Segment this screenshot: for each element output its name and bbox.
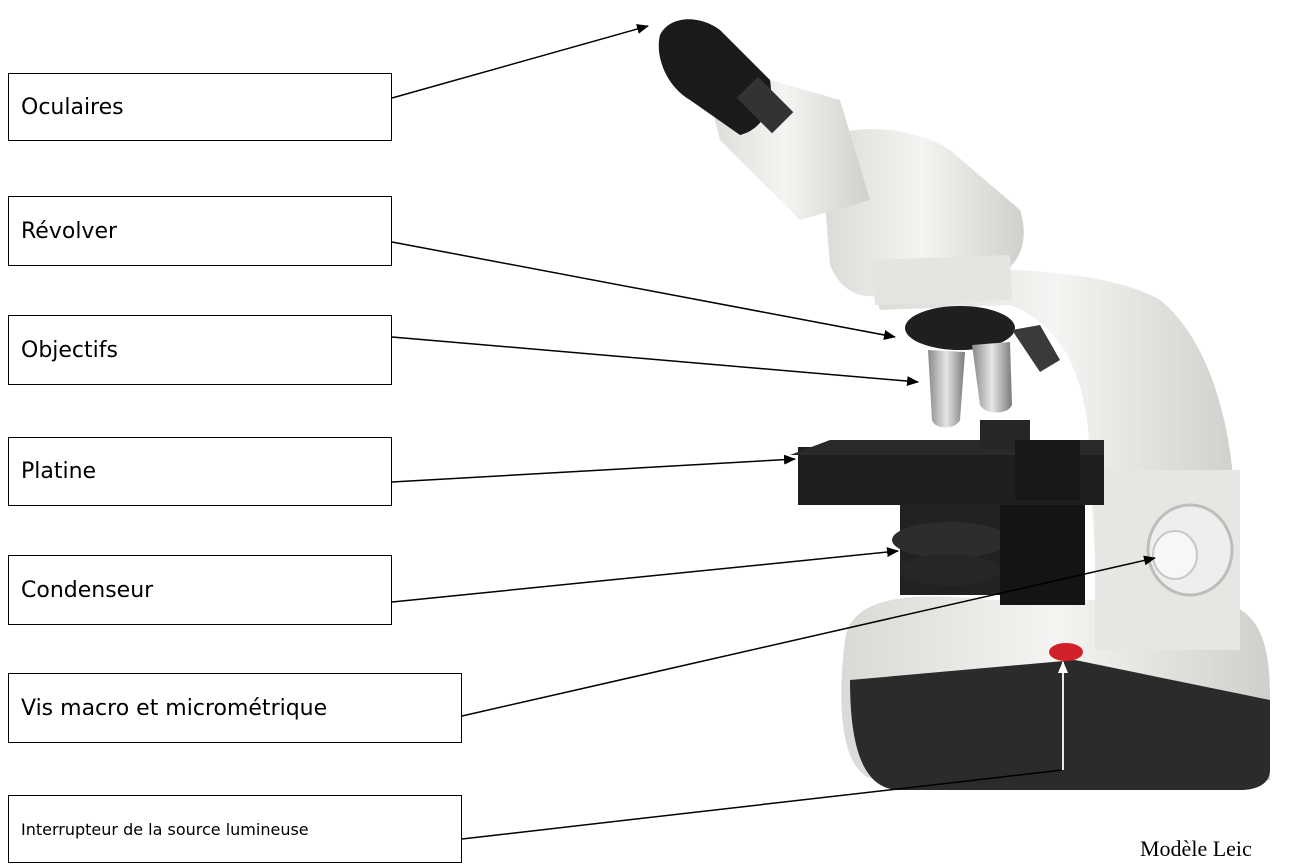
label-objectifs: Objectifs <box>8 315 392 385</box>
objective-2 <box>972 342 1012 413</box>
arrow-interrupteur <box>462 770 1063 839</box>
label-oculaires-text: Oculaires <box>21 95 124 120</box>
arrow-oculaires <box>392 26 648 98</box>
label-vis: Vis macro et micrométrique <box>8 673 462 743</box>
label-objectifs-text: Objectifs <box>21 338 118 363</box>
arrow-objectifs <box>392 337 918 382</box>
label-interrupteur: Interrupteur de la source lumineuse <box>8 795 462 863</box>
objective-1 <box>928 350 965 428</box>
label-condenseur: Condenseur <box>8 555 392 625</box>
power-light <box>1049 643 1083 661</box>
label-vis-text: Vis macro et micrométrique <box>21 696 327 721</box>
arrow-condenseur <box>392 551 898 602</box>
label-revolver: Révolver <box>8 196 392 266</box>
label-platine: Platine <box>8 437 392 506</box>
model-caption: Modèle Leic <box>1140 836 1252 862</box>
label-revolver-text: Révolver <box>21 219 117 244</box>
arrow-platine <box>392 459 795 482</box>
arrow-revolver <box>392 242 895 337</box>
label-oculaires: Oculaires <box>8 73 392 141</box>
label-platine-text: Platine <box>21 459 96 484</box>
label-interrupteur-text: Interrupteur de la source lumineuse <box>21 820 309 839</box>
microscope-illustration <box>659 19 1270 790</box>
label-condenseur-text: Condenseur <box>21 578 153 603</box>
